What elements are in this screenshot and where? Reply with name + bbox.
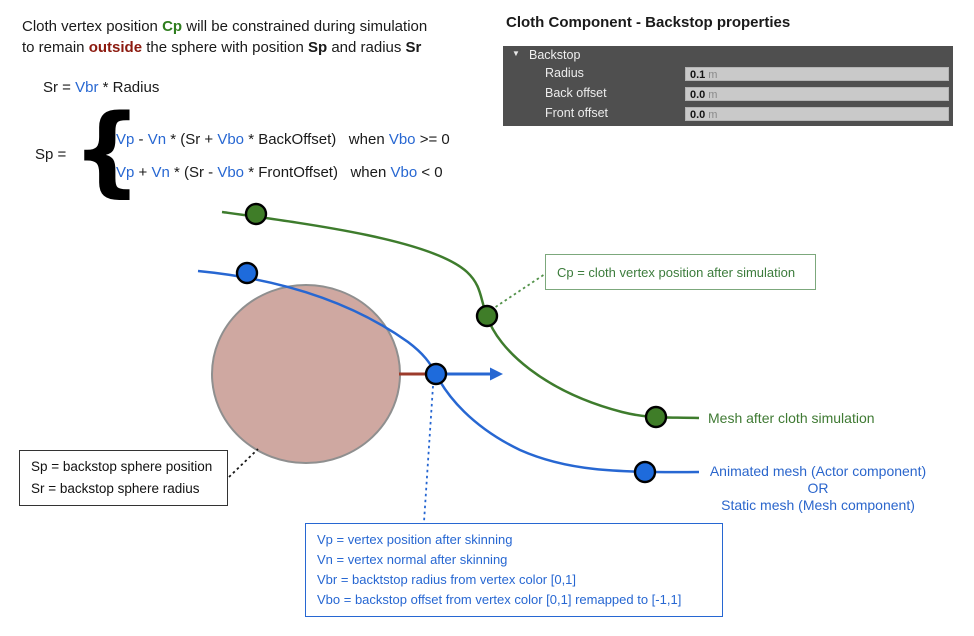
formula-text: when — [336, 131, 389, 148]
sp-formula-case1: Vp - Vn * (Sr + Vbo * BackOffset) when V… — [116, 131, 450, 148]
vn-var: Vn — [151, 164, 170, 181]
front-offset-unit: m — [708, 109, 718, 121]
formula-text: * FrontOffset) — [244, 164, 338, 181]
backstop-section-label: Backstop — [529, 48, 581, 62]
vars-line-vbo: Vbo = backstop offset from vertex color … — [317, 592, 682, 607]
radius-label: Radius — [545, 66, 584, 80]
intro-line-1: Cloth vertex position Cp will be constra… — [22, 16, 427, 37]
cp-callout-text: Cp = cloth vertex position after simulat… — [557, 264, 796, 280]
sr-keyword: Sr — [405, 39, 422, 56]
cp-keyword: Cp — [162, 18, 183, 35]
formula-text: + — [134, 164, 152, 181]
formula-text: * (Sr + — [166, 131, 218, 148]
vbo-var: Vbo — [217, 164, 245, 181]
blue-vertex-dot-vp — [424, 362, 448, 386]
formula-text: when — [337, 164, 391, 181]
intro-text: and radius — [327, 39, 406, 56]
blue-vertex-dot-right — [633, 460, 657, 484]
sp-keyword: Sp — [307, 39, 328, 56]
formula-text: >= 0 — [415, 131, 450, 148]
vertex-vars-callout-box: Vp = vertex position after skinning Vn =… — [305, 523, 723, 617]
spsr-line-1: Sp = backstop sphere position — [31, 459, 213, 474]
green-vertex-dot-cp — [475, 304, 499, 328]
formula-text: * BackOffset) — [244, 131, 337, 148]
intro-text: Cloth vertex position — [22, 18, 163, 35]
vp-var: Vp — [116, 164, 135, 181]
radius-value: 0.1 — [690, 69, 706, 81]
front-offset-value: 0.0 — [690, 109, 706, 121]
curly-brace: { — [72, 94, 142, 208]
intro-paragraph: Cloth vertex position Cp will be constra… — [22, 16, 427, 58]
vars-line-vp: Vp = vertex position after skinning — [317, 532, 513, 547]
formula-text: Sr = — [43, 79, 76, 96]
radius-unit: m — [708, 69, 718, 81]
intro-text: will be constrained during simulation — [182, 18, 428, 35]
backstop-sphere — [211, 284, 401, 464]
vars-line-vn: Vn = vertex normal after skinning — [317, 552, 508, 567]
mesh-after-simulation-label: Mesh after cloth simulation — [708, 410, 875, 426]
back-offset-value: 0.0 — [690, 89, 706, 101]
vbo-var: Vbo — [390, 164, 418, 181]
outside-keyword: outside — [88, 39, 143, 56]
vp-var: Vp — [116, 131, 135, 148]
sp-formula-lhs: Sp = — [35, 146, 67, 163]
animated-mesh-line-2: Static mesh (Mesh component) — [721, 497, 915, 513]
panel-title: Cloth Component - Backstop properties — [506, 14, 791, 31]
vbo-var: Vbo — [217, 131, 245, 148]
spsr-line-2: Sr = backstop sphere radius — [31, 481, 200, 496]
front-offset-label: Front offset — [545, 106, 608, 120]
vars-line-vbr: Vbr = backtstop radius from vertex color… — [317, 572, 577, 587]
vars-dotted-connector — [423, 385, 434, 523]
sr-formula: Sr = Vbr * Radius — [43, 79, 159, 96]
green-vertex-dot-left — [244, 202, 268, 226]
formula-text: * Radius — [98, 79, 160, 96]
intro-text: the sphere with position — [142, 39, 308, 56]
green-vertex-dot-right — [644, 405, 668, 429]
blue-vertex-dot-left — [235, 261, 259, 285]
vbr-var: Vbr — [75, 79, 99, 96]
chevron-down-icon[interactable]: ▼ — [512, 49, 520, 58]
formula-text: < 0 — [417, 164, 443, 181]
animated-mesh-label: Animated mesh (Actor component) OR Stati… — [700, 463, 936, 514]
vn-var: Vn — [147, 131, 167, 148]
back-offset-label: Back offset — [545, 86, 607, 100]
vbo-var: Vbo — [388, 131, 416, 148]
sp-formula-case2: Vp + Vn * (Sr - Vbo * FrontOffset) when … — [116, 164, 443, 181]
cp-dotted-connector — [490, 273, 546, 311]
intro-text: to remain — [22, 39, 89, 56]
animated-mesh-line-1: Animated mesh (Actor component) — [709, 463, 927, 479]
formula-text: * (Sr - — [169, 164, 218, 181]
formula-text: - — [134, 131, 148, 148]
backstop-section-header[interactable]: ▼ Backstop — [503, 46, 953, 64]
spsr-dotted-connector — [228, 448, 259, 478]
back-offset-unit: m — [708, 89, 718, 101]
cp-callout-box: Cp = cloth vertex position after simulat… — [545, 254, 816, 290]
intro-line-2: to remain outside the sphere with positi… — [22, 37, 427, 58]
animated-mesh-or: OR — [807, 480, 829, 496]
vertex-normal-arrowhead-icon — [490, 367, 503, 381]
spsr-callout-box: Sp = backstop sphere position Sr = backs… — [19, 450, 228, 506]
